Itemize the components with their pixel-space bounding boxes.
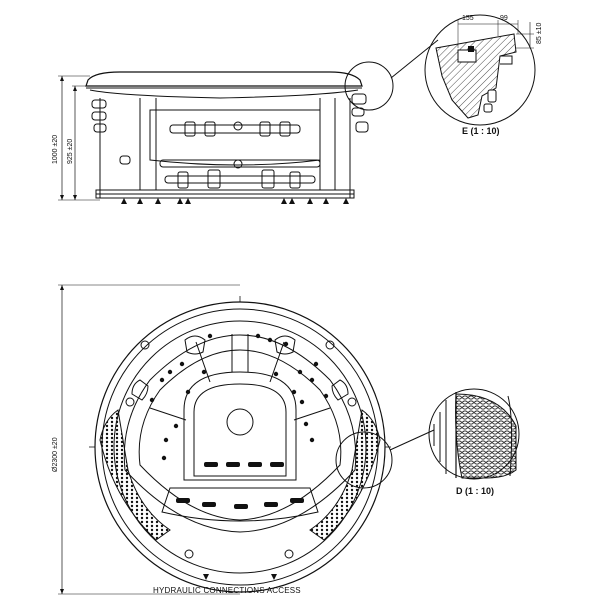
dim-height-shell: 925 ±20 xyxy=(67,138,74,164)
detail-e-dim-155: 155 xyxy=(462,15,474,22)
detail-e-dim-85: 85 ±10 xyxy=(536,22,543,44)
plan-view xyxy=(58,284,435,595)
detail-d-view xyxy=(428,388,520,480)
detail-e-title: E (1 : 10) xyxy=(462,126,500,136)
detail-e-dim-99: 99 xyxy=(500,15,508,22)
detail-e-view xyxy=(424,14,536,126)
detail-d-title: D (1 : 10) xyxy=(456,486,495,496)
dim-diameter: Ø2300 ±20 xyxy=(52,437,59,472)
side-view xyxy=(58,39,439,204)
hydraulic-access-note: HYDRAULIC CONNECTIONS ACCESS xyxy=(153,586,301,595)
dim-height-total: 1000 ±20 xyxy=(52,134,59,164)
